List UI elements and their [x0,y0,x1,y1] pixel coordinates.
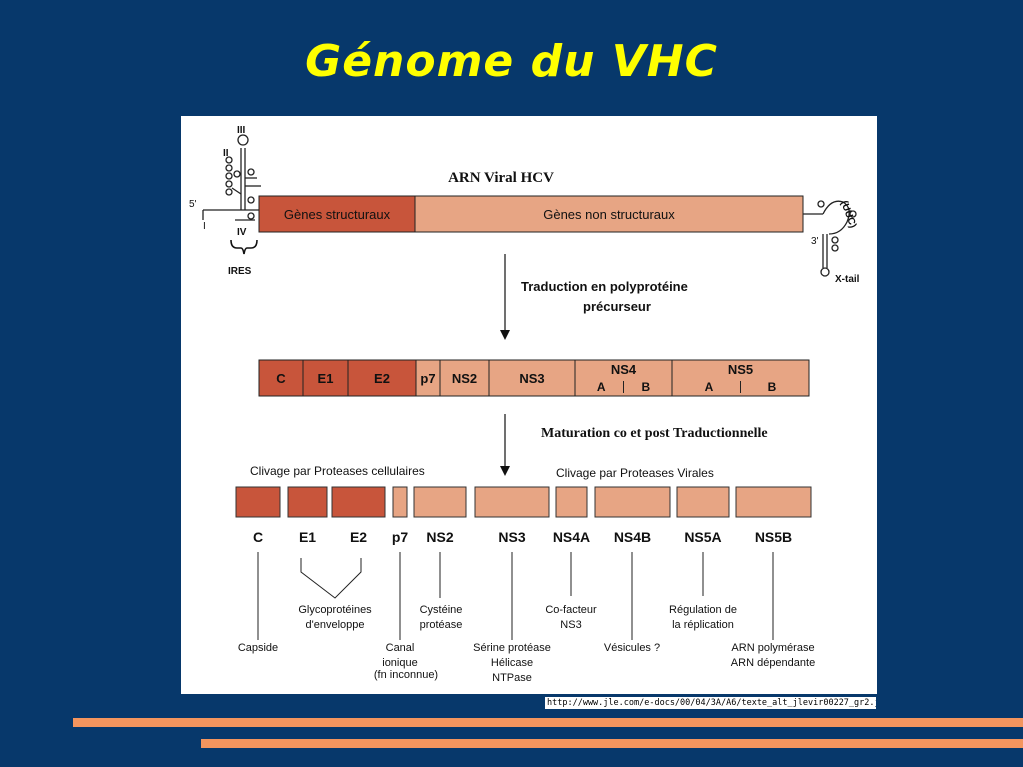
function-cofactor-line2: NS3 [560,619,581,631]
function-ion-channel-line1: Canal [386,642,415,654]
polyprotein-label-p7: p7 [420,371,435,386]
nonstructural-genes-box [414,195,804,233]
protein-ns2: NS2 [413,486,467,545]
function-connectors [257,552,774,640]
protein-label-ns5b: NS5B [755,529,792,545]
polyprotein-bar: C E1 E2 p7 NS2 NS3 NS4A B NS5A B [258,359,810,397]
polyprotein-label-ns5: NS5 [728,362,753,377]
polyprotein-label-c: C [276,371,286,386]
polyprotein-sublabel-ns5-a: A [705,380,714,394]
hcv-genome-figure: ARN Viral HCV 5' I II III IV IRES Gènes … [181,116,877,694]
domain-label-iii: III [237,125,246,136]
polyprotein-label-ns2: NS2 [452,371,477,386]
translation-step-line1: Traduction en polyprotéine [521,279,688,294]
source-url[interactable]: http://www.jle.com/e-docs/00/04/3A/A6/te… [545,697,876,709]
protein-label-ns3: NS3 [498,529,525,545]
protein-label-c: C [253,529,263,545]
polyprotein-label-e1: E1 [318,371,334,386]
protein-ns4a: NS4A [553,486,590,545]
translation-arrowhead [500,330,510,340]
translation-step-line2: précurseur [583,299,651,314]
polyprotein-segment-e1: E1 [302,359,349,397]
polyprotein-segment-c: C [258,359,304,397]
domain-label-i: I [203,221,206,232]
protein-ns3: NS3 [474,486,550,545]
structural-genes-box [258,195,416,233]
protein-label-p7: p7 [392,529,409,545]
protein-ns5b: NS5B [735,486,812,545]
function-cysteine-protease-line1: Cystéine [420,604,463,616]
function-capsid: Capside [238,642,278,654]
polyprotein-segment-ns2: NS2 [439,359,490,397]
maturation-step-label: Maturation co et post Traductionnelle [541,426,768,441]
protein-label-e2: E2 [350,529,367,545]
function-vesicles: Vésicules ? [604,642,660,654]
domain-label-ii: II [223,148,229,159]
viral-cleavage-label: Clivage par Proteases Virales [556,466,714,480]
function-ion-channel-line3: (fn inconnue) [374,669,438,681]
polyprotein-segment-e2: E2 [347,359,417,397]
function-polymerase-line1: ARN polymérase [731,642,814,654]
protein-p7: p7 [392,486,409,545]
five-prime-label: 5' [189,199,197,210]
nonstructural-genes-label: Gènes non structuraux [543,207,675,222]
function-replication-line2: la réplication [672,619,734,631]
uuc-label: (UUC) [838,199,858,229]
decorative-stripe-top [73,718,1023,727]
ires-label: IRES [228,266,252,277]
protein-ns5a: NS5A [676,486,730,545]
polyprotein-segment-ns5: NS5A B [671,359,810,397]
polyprotein-segment-p7: p7 [415,359,441,397]
function-cysteine-protease-line2: protéase [420,619,463,631]
decorative-stripe-bottom [201,739,1023,748]
polyprotein-segment-ns3: NS3 [488,359,576,397]
function-glycoproteins-line1: Glycoprotéines [298,604,372,616]
function-cofactor-line1: Co-facteur [545,604,597,616]
function-polymerase-line2: ARN dépendante [731,657,815,669]
genome-title: ARN Viral HCV [448,170,554,186]
x-tail-label: X-tail [835,274,860,285]
protein-label-ns2: NS2 [426,529,453,545]
function-ion-channel-line2: ionique [382,657,417,669]
polyprotein-label-ns3: NS3 [519,371,544,386]
cellular-cleavage-label: Clivage par Proteases cellulaires [250,464,425,478]
three-prime-label: 3' [811,236,819,247]
mature-proteins: C E1 E2 p7 NS2 NS3 NS4A NS4B NS5A NS5B [235,486,812,545]
slide-title: Génome du VHC [305,36,718,87]
function-glycoproteins-line2: d'enveloppe [306,619,365,631]
protein-label-e1: E1 [299,529,316,545]
function-ns3-line2: Hélicase [491,657,533,669]
polyprotein-label-e2: E2 [374,371,390,386]
ires-structure-icon [202,134,261,221]
ires-brace [230,239,258,255]
structural-genes-label: Gènes structuraux [284,207,391,222]
protein-e1: E1 [287,486,328,545]
function-ns3-line3: NTPase [492,672,532,684]
protein-label-ns5a: NS5A [684,529,721,545]
function-replication-line1: Régulation de [669,604,737,616]
protein-c: C [235,486,281,545]
protein-label-ns4a: NS4A [553,529,590,545]
protein-e2: E2 [331,486,386,545]
polyprotein-sublabel-ns4-a: A [597,380,606,394]
x-tail-icon [803,200,857,277]
polyprotein-sublabel-ns5-b: B [768,380,777,394]
domain-label-iv: IV [237,227,247,238]
polyprotein-sublabel-ns4-b: B [641,380,650,394]
protein-label-ns4b: NS4B [614,529,651,545]
protein-ns4b: NS4B [594,486,671,545]
function-ns3-line1: Sérine protéase [473,642,551,654]
polyprotein-segment-ns4: NS4A B [574,359,673,397]
maturation-arrowhead [500,466,510,476]
polyprotein-label-ns4: NS4 [611,362,637,377]
